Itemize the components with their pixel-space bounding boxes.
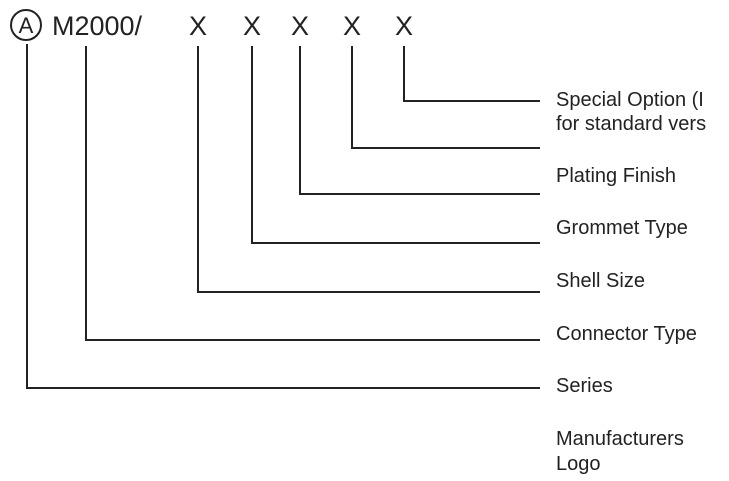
label-special-option-line2: for standard vers bbox=[556, 113, 706, 135]
leader-line-plating-finish bbox=[299, 46, 540, 195]
code-placeholder-plating-finish: X bbox=[291, 11, 309, 41]
leader-line-special-option bbox=[403, 46, 540, 102]
leader-line-special-option-2 bbox=[351, 46, 540, 149]
field-labels: Special Option (I for standard vers Plat… bbox=[556, 89, 706, 475]
label-grommet-type: Grommet Type bbox=[556, 217, 688, 239]
leader-line-shell-size bbox=[197, 46, 540, 293]
label-series: Series bbox=[556, 375, 613, 397]
leader-line-connector-type bbox=[85, 46, 540, 341]
part-number-code: A M2000/ X X X X X bbox=[10, 9, 413, 41]
label-plating-finish: Plating Finish bbox=[556, 165, 676, 187]
leader-line-grommet-type bbox=[251, 46, 540, 244]
leader-line-series bbox=[26, 44, 540, 389]
logo-mark-letter: A bbox=[19, 13, 34, 38]
code-placeholder-special-option-b: X bbox=[395, 11, 413, 41]
label-special-option-line1: Special Option (I bbox=[556, 89, 704, 111]
label-manufacturers-logo-line2: Logo bbox=[556, 453, 601, 475]
code-prefix: M2000/ bbox=[52, 11, 143, 41]
label-shell-size: Shell Size bbox=[556, 270, 645, 292]
label-connector-type: Connector Type bbox=[556, 323, 697, 345]
label-manufacturers-logo-line1: Manufacturers bbox=[556, 428, 684, 450]
code-placeholder-special-option-a: X bbox=[343, 11, 361, 41]
leader-lines bbox=[26, 44, 540, 389]
code-placeholder-shell-size: X bbox=[189, 11, 207, 41]
code-placeholder-grommet-type: X bbox=[243, 11, 261, 41]
manufacturer-logo-mark: A bbox=[10, 9, 42, 41]
